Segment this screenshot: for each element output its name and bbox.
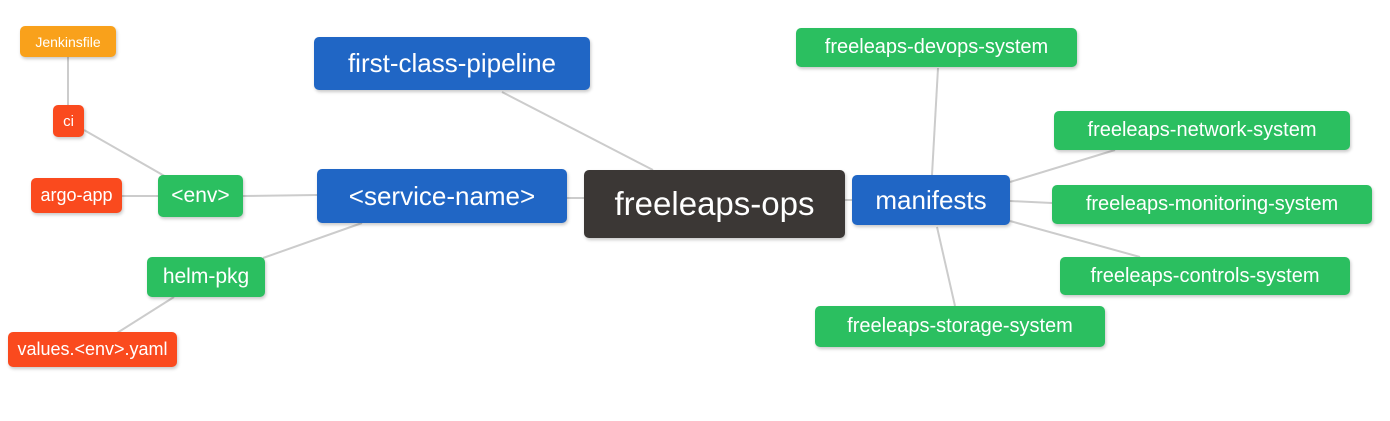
node-freeleaps-devops-system[interactable]: freeleaps-devops-system [796,28,1077,67]
edge-manifests-controls-system [1009,220,1141,258]
node-jenkinsfile[interactable]: Jenkinsfile [20,26,116,57]
node-freeleaps-monitoring-system[interactable]: freeleaps-monitoring-system [1052,185,1372,224]
edge-manifests-storage-system [936,226,956,307]
edge-manifests-monitoring-system [1009,200,1053,204]
node-freeleaps-ops[interactable]: freeleaps-ops [584,170,845,238]
node-helm-pkg[interactable]: helm-pkg [147,257,265,297]
edge-manifests-devops-system [931,67,939,176]
node-freeleaps-controls-system[interactable]: freeleaps-controls-system [1060,257,1350,295]
node-argo-app[interactable]: argo-app [31,178,122,213]
node-freeleaps-network-system[interactable]: freeleaps-network-system [1054,111,1350,150]
node-service-name[interactable]: <service-name> [317,169,567,223]
edge-manifests-network-system [1009,149,1116,183]
node-first-class-pipeline[interactable]: first-class-pipeline [314,37,590,90]
edge-env-service-name [242,194,318,197]
node-values-env-yaml[interactable]: values.<env>.yaml [8,332,177,367]
node-ci[interactable]: ci [53,105,84,137]
edge-ci-env [83,129,169,179]
edge-first-class-pipeline-ops [501,91,654,171]
node-freeleaps-storage-system[interactable]: freeleaps-storage-system [815,306,1105,347]
edge-values-helm-pkg [116,296,175,334]
edge-helm-pkg-service-name [262,222,363,259]
node-manifests[interactable]: manifests [852,175,1010,225]
node-env[interactable]: <env> [158,175,243,217]
